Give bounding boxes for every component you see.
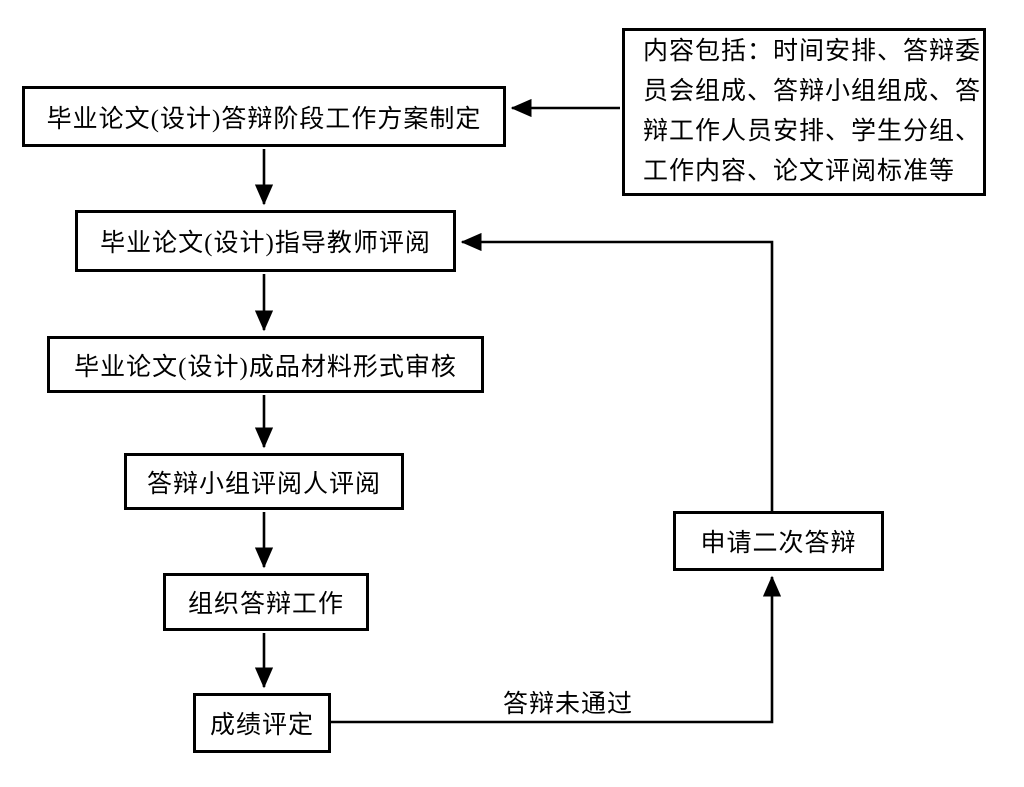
box-plan-content-note: 内容包括：时间安排、答辩委 员会组成、答辩小组组成、答 辩工作人员安排、学生分组… (622, 28, 986, 196)
edge-label-defense-failed: 答辩未通过 (502, 691, 633, 718)
box-organize-defense: 组织答辩工作 (163, 573, 369, 631)
note-line-1: 内容包括：时间安排、答辩委 (643, 38, 982, 65)
note-line-3: 辩工作人员安排、学生分组、 (643, 118, 982, 145)
box-second-defense-application: 申请二次答辩 (673, 511, 884, 571)
note-line-4: 工作内容、论文评阅标准等 (643, 158, 956, 185)
box-defense-work-plan: 毕业论文(设计)答辩阶段工作方案制定 (22, 86, 506, 147)
box-material-format-check: 毕业论文(设计)成品材料形式审核 (47, 336, 484, 393)
arrow-second-to-advisor (460, 232, 774, 511)
box-grading: 成绩评定 (193, 693, 331, 753)
box-defense-group-review: 答辩小组评阅人评阅 (124, 453, 404, 510)
box-advisor-review: 毕业论文(设计)指导教师评阅 (75, 210, 456, 272)
note-line-2: 员会组成、答辩小组组成、答 (643, 78, 982, 105)
